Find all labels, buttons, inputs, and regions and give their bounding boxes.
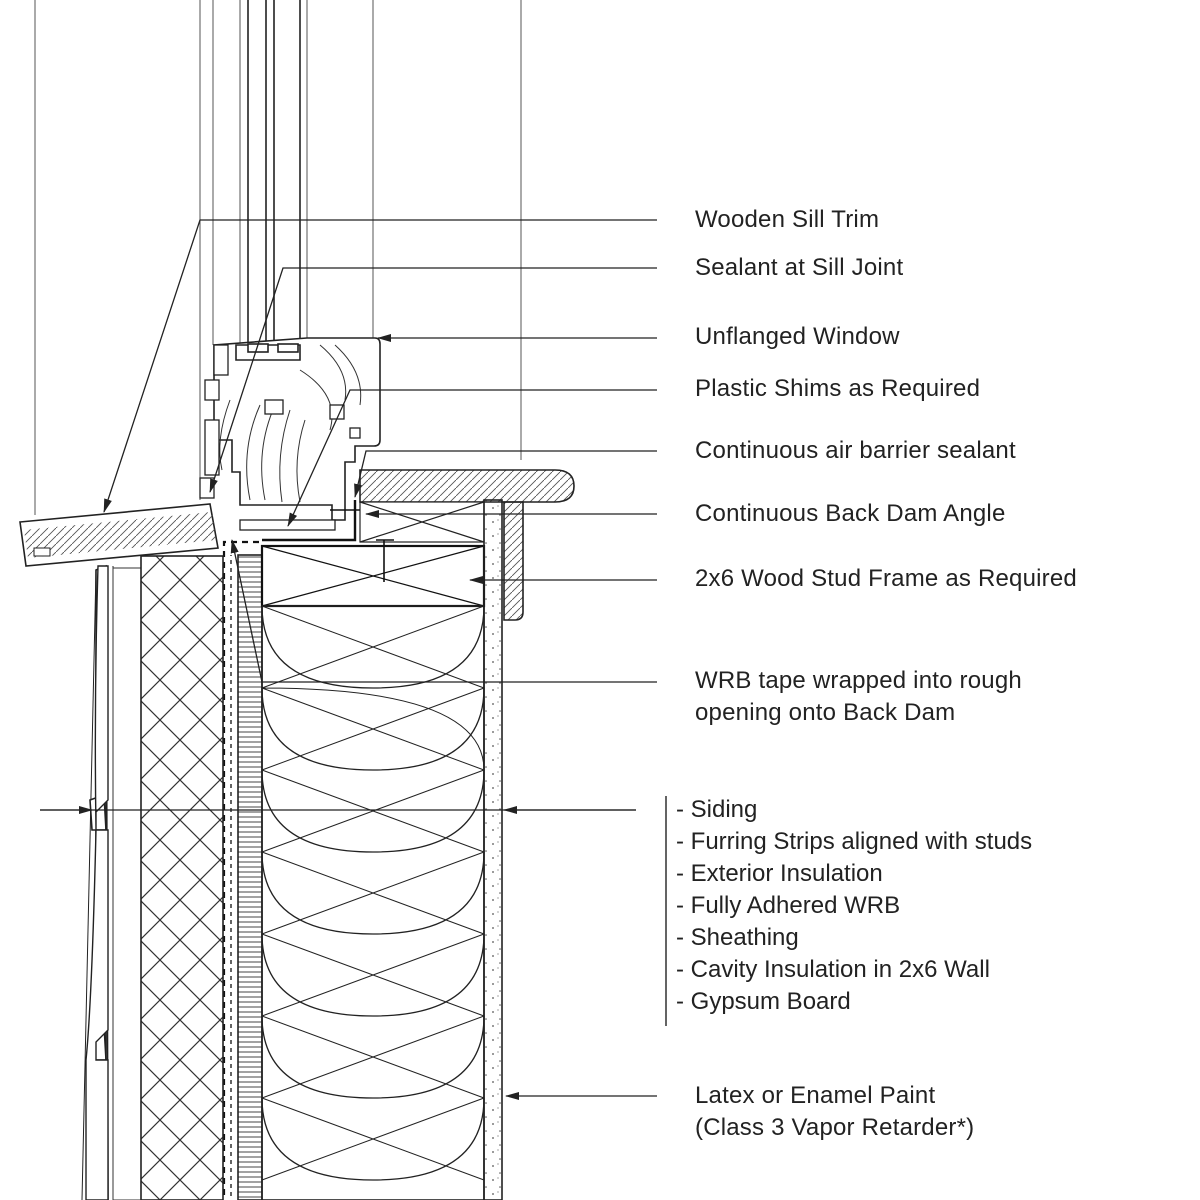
label-wrb-tape-line2: opening onto Back Dam (695, 699, 956, 726)
leader-air-barrier (354, 450, 657, 498)
fully-adhered-wrb (226, 555, 235, 1200)
exterior-insulation (140, 555, 224, 1200)
label-wooden-sill-trim: Wooden Sill Trim (695, 206, 880, 233)
label-unflanged-window: Unflanged Window (695, 323, 900, 350)
wall-layer-siding: - Siding (676, 796, 758, 823)
sheathing (237, 554, 263, 1200)
wall-layer-furring: - Furring Strips aligned with studs (676, 828, 1033, 855)
leader-shims (287, 389, 657, 527)
label-back-dam-angle: Continuous Back Dam Angle (695, 500, 1006, 527)
wall-layer-gypsum: - Gypsum Board (676, 988, 851, 1015)
wrb-tape (222, 540, 262, 1195)
fastener-nail (330, 509, 394, 582)
wall-layer-cavity-insulation: - Cavity Insulation in 2x6 Wall (676, 956, 990, 983)
interior-casing (503, 501, 524, 621)
label-air-barrier-sealant: Continuous air barrier sealant (695, 437, 1016, 464)
leader-wrb-tape (230, 539, 657, 683)
label-stud-frame: 2x6 Wood Stud Frame as Required (695, 565, 1077, 592)
leader-sealant (209, 267, 657, 493)
back-dam-angle (262, 500, 357, 542)
wall-layer-exterior-insulation: - Exterior Insulation (676, 860, 883, 887)
label-wrb-tape-line1: WRB tape wrapped into rough (695, 667, 1022, 694)
label-plastic-shims: Plastic Shims as Required (695, 375, 981, 402)
label-paint-line1: Latex or Enamel Paint (695, 1082, 936, 1109)
wood-stud-sill-plate (260, 544, 486, 608)
label-sealant-sill-joint: Sealant at Sill Joint (695, 254, 904, 281)
furring-strip (112, 567, 142, 1200)
cavity-insulation (261, 605, 485, 1200)
gypsum-board (483, 499, 503, 1200)
leader-sill-trim (103, 219, 657, 513)
label-paint-line2: (Class 3 Vapor Retarder*) (695, 1114, 975, 1141)
plastic-shims (239, 519, 336, 531)
upper-blocking (359, 501, 485, 543)
frame-wood-grain (219, 344, 362, 503)
wall-layer-sheathing: - Sheathing (676, 924, 799, 951)
leader-lines (40, 219, 657, 1100)
interior-window-stool (359, 469, 575, 503)
wooden-sill-trim (19, 503, 219, 567)
upper-window-lines (34, 0, 522, 515)
siding-profile (85, 565, 109, 1200)
wall-layer-wrb: - Fully Adhered WRB (676, 892, 901, 919)
